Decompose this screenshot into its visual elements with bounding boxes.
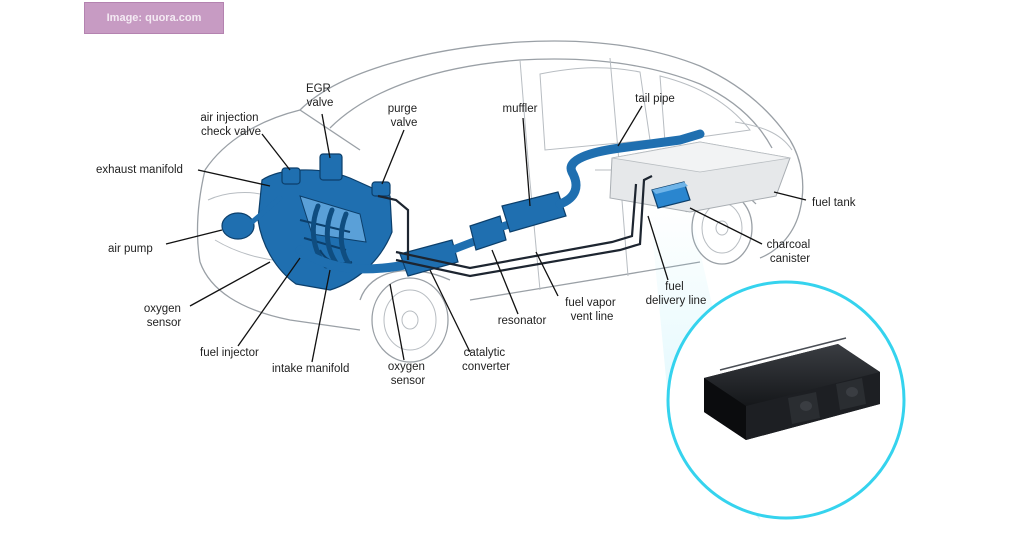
label-air-injection-check-valve: air injection check valve — [200, 112, 261, 138]
label-resonator: resonator — [498, 315, 547, 327]
canister-callout — [650, 206, 906, 520]
label-catalytic-converter: catalytic converter — [462, 347, 510, 373]
label-fuel-tank: fuel tank — [812, 197, 856, 209]
label-fuel-injector: fuel injector — [200, 347, 259, 359]
fuel-tank-shape — [609, 141, 791, 213]
label-egr-valve: EGR valve — [306, 83, 334, 109]
leader-lines — [165, 105, 807, 363]
label-intake-manifold: intake manifold — [272, 363, 349, 375]
label-charcoal-canister: charcoal canister — [767, 239, 814, 265]
label-muffler: muffler — [503, 103, 538, 115]
label-tail-pipe: tail pipe — [635, 93, 675, 105]
label-oxygen-sensor-front: oxygen sensor — [144, 303, 184, 329]
fuel-lines — [377, 175, 653, 278]
label-fuel-delivery-line: fuel delivery line — [646, 281, 707, 307]
exhaust-system — [295, 129, 705, 277]
label-purge-valve: purge valve — [388, 103, 421, 129]
label-air-pump: air pump — [108, 243, 153, 255]
label-oxygen-sensor-rear: oxygen sensor — [388, 361, 428, 387]
label-fuel-vapor-vent-line: fuel vapor vent line — [565, 297, 619, 323]
watermark-badge: Image: quora.com — [84, 2, 224, 34]
label-exhaust-manifold: exhaust manifold — [96, 164, 183, 176]
charcoal-canister-shape — [651, 181, 691, 209]
charcoal-canister-photo — [704, 337, 880, 440]
labels: EGR valve air injection check valve purg… — [96, 83, 856, 387]
watermark-text: Image: quora.com — [106, 12, 202, 24]
